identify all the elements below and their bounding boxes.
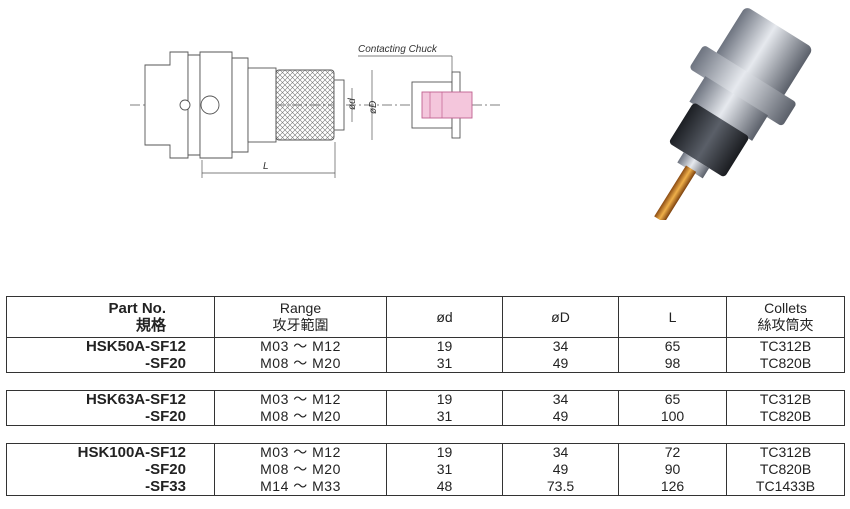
header-part-no: Part No. 規格 (6, 296, 215, 338)
table-row: HSK100A-SF12 M03 ～ M12 19 34 72 TC312B (6, 443, 845, 461)
header-part-no-en: Part No. (108, 300, 166, 317)
L-cell: 98 (618, 355, 727, 373)
oD-cell: 34 (502, 390, 619, 408)
hsk-shank (144, 51, 249, 159)
collet-cell: TC820B (726, 355, 845, 373)
L-cell: 65 (618, 337, 727, 355)
part-no-cell: HSK50A-SF12 (6, 337, 215, 355)
part-no-cell: HSK63A-SF12 (6, 390, 215, 408)
oD-cell: 49 (502, 408, 619, 426)
oD-cell: 34 (502, 443, 619, 461)
L-cell: 90 (618, 461, 727, 478)
dim-L-label: L (263, 161, 269, 172)
oD-cell: 34 (502, 337, 619, 355)
part-no-cell: -SF20 (6, 461, 215, 478)
product-photo (654, 8, 812, 220)
part-no-cell: HSK100A-SF12 (6, 443, 215, 461)
collet-cell: TC820B (726, 408, 845, 426)
table-row: -SF20 M08 ～ M20 31 49 98 TC820B (6, 355, 845, 373)
collet-cell: TC312B (726, 443, 845, 461)
header-range-en: Range (279, 300, 322, 316)
oD-cell: 73.5 (502, 478, 619, 496)
oD-cell: 49 (502, 461, 619, 478)
collet-cell: TC312B (726, 390, 845, 408)
group-gap (7, 373, 845, 391)
collet-cell: TC1433B (726, 478, 845, 496)
part-no-cell: -SF20 (6, 408, 215, 426)
knurled-sleeve (275, 69, 335, 141)
contacting-chuck-label: Contacting Chuck (358, 44, 438, 55)
od-cell: 31 (386, 461, 503, 478)
collet-cell: TC312B (726, 337, 845, 355)
dim-D-label: øD (368, 101, 379, 114)
part-no-cell: -SF20 (6, 355, 215, 373)
range-cell: M08 ～ M20 (214, 408, 387, 426)
od-cell: 19 (386, 337, 503, 355)
part-no-cell: -SF33 (6, 478, 215, 496)
header-collets-en: Collets (764, 300, 807, 316)
range-cell: M08 ～ M20 (214, 461, 387, 478)
L-cell: 72 (618, 443, 727, 461)
technical-drawing: ød øD L Contacting Chuck (130, 44, 500, 178)
table-header-row: Part No. 規格 Range 攻牙範圍 ød øD L Collets 絲… (6, 296, 845, 338)
oD-cell: 49 (502, 355, 619, 373)
od-cell: 19 (386, 390, 503, 408)
header-range-zh: 攻牙範圍 (272, 317, 329, 333)
range-cell: M03 ～ M12 (214, 443, 387, 461)
od-cell: 19 (386, 443, 503, 461)
header-collets-zh: 絲攻筒夾 (757, 317, 814, 333)
header-oD: øD (502, 296, 619, 338)
L-cell: 65 (618, 390, 727, 408)
header-L: L (618, 296, 727, 338)
header-collets: Collets 絲攻筒夾 (726, 296, 845, 338)
L-cell: 100 (618, 408, 727, 426)
dim-d-label: ød (347, 98, 358, 110)
od-cell: 48 (386, 478, 503, 496)
table-row: -SF20 M08 ～ M20 31 49 100 TC820B (6, 408, 845, 426)
table-row: -SF20 M08 ～ M20 31 49 90 TC820B (6, 461, 845, 478)
L-cell: 126 (618, 478, 727, 496)
range-cell: M08 ～ M20 (214, 355, 387, 373)
table-row: -SF33 M14 ～ M33 48 73.5 126 TC1433B (6, 478, 845, 496)
range-cell: M14 ～ M33 (214, 478, 387, 496)
table-row: HSK63A-SF12 M03 ～ M12 19 34 65 TC312B (6, 390, 845, 408)
group-gap (7, 426, 845, 444)
range-cell: M03 ～ M12 (214, 390, 387, 408)
collet-drawing (411, 71, 473, 139)
header-od: ød (386, 296, 503, 338)
header-part-no-zh: 規格 (135, 317, 166, 334)
table-row: HSK50A-SF12 M03 ～ M12 19 34 65 TC312B (6, 337, 845, 355)
header-range: Range 攻牙範圍 (214, 296, 387, 338)
range-cell: M03 ～ M12 (214, 337, 387, 355)
od-cell: 31 (386, 355, 503, 373)
od-cell: 31 (386, 408, 503, 426)
collet-cell: TC820B (726, 461, 845, 478)
spec-table: Part No. 規格 Range 攻牙範圍 ød øD L Collets 絲… (6, 296, 845, 496)
